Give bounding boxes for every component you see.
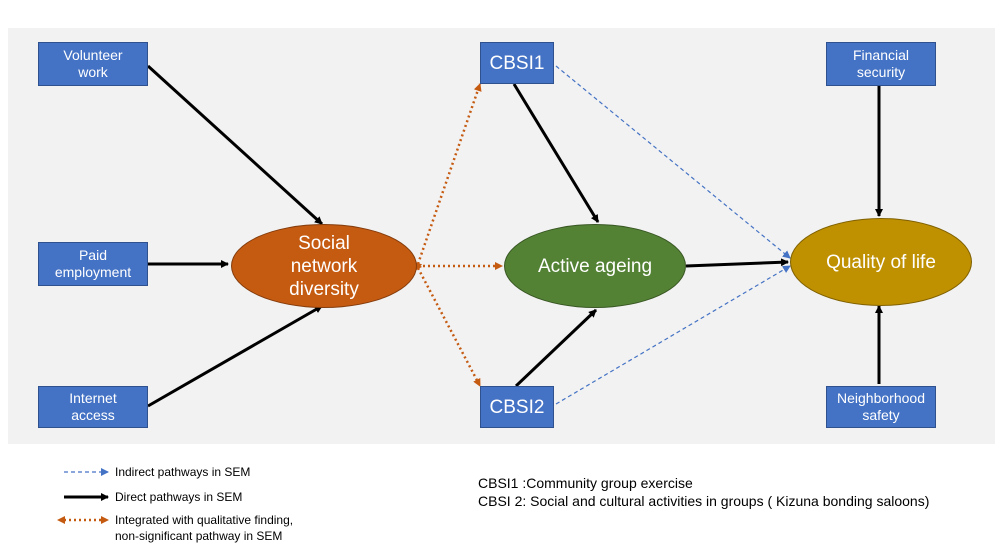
arrow-cbsi2-to-active bbox=[514, 308, 598, 388]
node-neighborhood-safety: Neighborhood safety bbox=[826, 386, 936, 428]
node-volunteer-work: Volunteer work bbox=[38, 42, 148, 86]
node-quality-of-life-label: Quality of life bbox=[826, 251, 936, 273]
arrow-social-to-cbsi1 bbox=[414, 83, 482, 271]
arrow-cbsi1-to-active bbox=[512, 83, 600, 223]
node-social-network-diversity: Social network diversity bbox=[231, 224, 417, 308]
node-active-ageing: Active ageing bbox=[504, 224, 686, 308]
node-cbsi1: CBSI1 bbox=[480, 42, 554, 84]
node-cbsi1-label: CBSI1 bbox=[489, 52, 545, 74]
node-financial-security-label: Financial security bbox=[852, 47, 910, 80]
node-quality-of-life: Quality of life bbox=[790, 218, 972, 306]
node-cbsi2-label: CBSI2 bbox=[489, 396, 545, 418]
legend-direct-label: Direct pathways in SEM bbox=[115, 490, 243, 504]
arrow-internet-to-social bbox=[147, 304, 323, 408]
node-social-network-diversity-label: Social network diversity bbox=[289, 232, 359, 300]
node-volunteer-work-label: Volunteer work bbox=[63, 47, 123, 80]
arrow-social-to-cbsi2 bbox=[414, 261, 482, 387]
node-internet-access: Internet access bbox=[38, 386, 148, 428]
node-cbsi2: CBSI2 bbox=[480, 386, 554, 428]
legend-integrated-label: Integrated with qualitative finding, non… bbox=[115, 513, 294, 543]
node-paid-employment-label: Paid employment bbox=[54, 247, 132, 280]
note-cbsi1: CBSI1 :Community group exercise bbox=[478, 475, 693, 491]
node-paid-employment: Paid employment bbox=[38, 242, 148, 286]
node-active-ageing-label: Active ageing bbox=[537, 255, 653, 277]
node-internet-access-label: Internet access bbox=[69, 390, 117, 423]
arrow-active-to-qol bbox=[685, 258, 789, 268]
node-financial-security: Financial security bbox=[826, 42, 936, 86]
legend-indirect-label: Indirect pathways in SEM bbox=[115, 465, 251, 479]
arrow-cbsi2-to-qol-indirect bbox=[555, 265, 791, 405]
node-neighborhood-safety-label: Neighborhood safety bbox=[837, 390, 925, 423]
note-cbsi2: CBSI 2: Social and cultural activities i… bbox=[478, 493, 930, 509]
arrow-cbsi1-to-qol-indirect bbox=[555, 65, 791, 259]
arrow-volunteer-to-social bbox=[146, 64, 324, 226]
